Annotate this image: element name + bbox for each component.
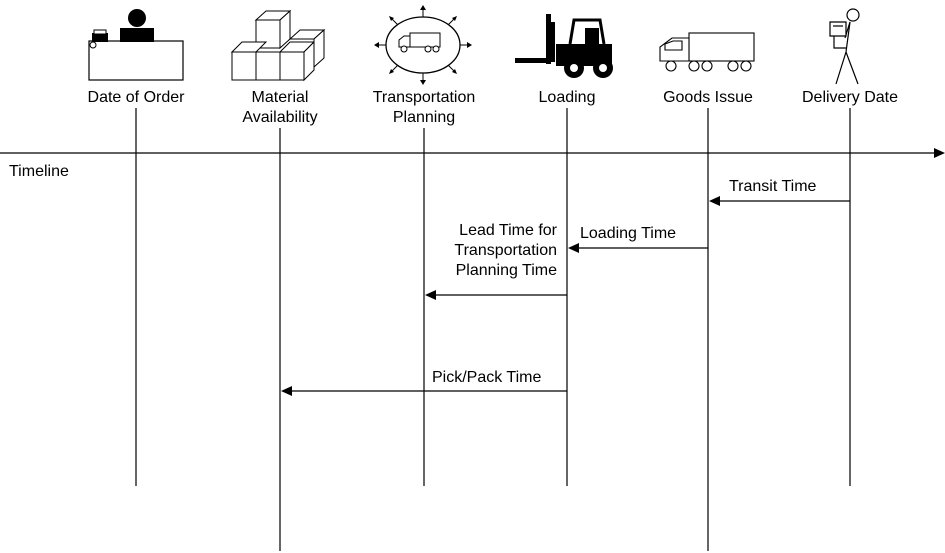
forklift-icon	[515, 14, 613, 78]
duration-label-transit-time: Transit Time	[729, 178, 817, 195]
desk-telephone-icon	[88, 9, 184, 81]
truck-icon	[659, 32, 755, 72]
timeline-label: Timeline	[9, 163, 69, 180]
milestone-label-date-of-order: Date of Order	[87, 89, 185, 106]
lead-time-arrowhead	[425, 290, 436, 300]
milestone-label-goods-issue: Goods Issue	[663, 89, 753, 106]
milestone-label-transportation-planning: Transportation Planning	[372, 89, 476, 126]
loading-time-arrowhead	[568, 243, 579, 253]
timeline-arrowhead	[934, 148, 945, 158]
transit-time-arrowhead	[709, 196, 720, 206]
milestone-label-delivery-date: Delivery Date	[801, 89, 899, 106]
stacked-boxes-icon	[230, 9, 326, 82]
delivery-person-icon	[829, 8, 860, 85]
duration-label-loading-time: Loading Time	[580, 225, 677, 242]
milestone-label-loading: Loading	[538, 89, 596, 106]
route-planning-truck-icon	[374, 5, 472, 85]
pick-pack-time-arrowhead	[281, 386, 292, 396]
duration-label-pick-pack-time: Pick/Pack Time	[432, 369, 542, 386]
duration-label-lead-time: Lead Time for Transportation Planning Ti…	[454, 222, 557, 279]
milestone-label-material-availability: Material Availability	[242, 89, 318, 126]
